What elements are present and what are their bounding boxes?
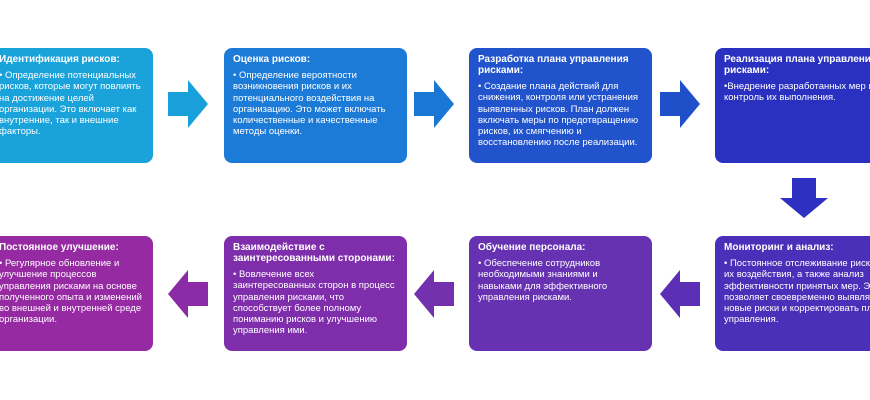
arrow-left-icon [168, 270, 208, 318]
arrow-down-icon [780, 178, 828, 218]
step-plan-implementation: Реализация плана управления рисками: •Вн… [715, 48, 870, 163]
arrow-right-icon [660, 80, 700, 128]
step-title: Мониторинг и анализ: [724, 242, 834, 253]
step-title: Идентификация рисков: [0, 54, 120, 65]
step-description: • Вовлечение всех заинтересованных сторо… [233, 269, 395, 337]
arrow-left-icon [414, 270, 454, 318]
arrow-right-icon [168, 80, 208, 128]
arrow-right-shape [414, 80, 454, 128]
step-monitoring-analysis: Мониторинг и анализ: • Постоянное отслеж… [715, 236, 870, 351]
step-description: • Постоянное отслеживание рисков и их во… [724, 258, 870, 326]
step-risk-assessment: Оценка рисков: • Определение вероятности… [224, 48, 407, 163]
step-description: •Внедрение разработанных мер и контроль … [724, 81, 870, 104]
step-description: • Регулярное обновление и улучшение проц… [0, 258, 142, 326]
step-risk-identification: Идентификация рисков: • Определение поте… [0, 48, 153, 163]
step-stakeholder-interaction: Взаимодействие с заинтересованными сторо… [224, 236, 407, 351]
arrow-left-icon [660, 270, 700, 318]
step-description: • Определение потенциальных рисков, кото… [0, 70, 141, 138]
step-description: • Обеспечение сотрудников необходимыми з… [478, 258, 608, 303]
arrow-left-shape [414, 270, 454, 318]
step-title: Обучение персонала: [478, 242, 586, 253]
step-description: • Создание плана действий для снижения, … [478, 81, 639, 149]
step-title: Разработка плана управления рисками: [478, 54, 629, 76]
arrow-right-shape [660, 80, 700, 128]
arrow-right-shape [168, 80, 208, 128]
arrow-down-shape [780, 178, 828, 218]
step-title: Постоянное улучшение: [0, 242, 119, 253]
step-continuous-improvement: Постоянное улучшение: • Регулярное обнов… [0, 236, 153, 351]
arrow-left-shape [660, 270, 700, 318]
step-title: Взаимодействие с заинтересованными сторо… [233, 242, 395, 264]
step-plan-development: Разработка плана управления рисками: • С… [469, 48, 652, 163]
step-title: Оценка рисков: [233, 54, 311, 65]
arrow-right-icon [414, 80, 454, 128]
step-staff-training: Обучение персонала: • Обеспечение сотруд… [469, 236, 652, 351]
step-title: Реализация плана управления рисками: [724, 54, 870, 76]
arrow-left-shape [168, 270, 208, 318]
step-description: • Определение вероятности возникновения … [233, 70, 386, 138]
